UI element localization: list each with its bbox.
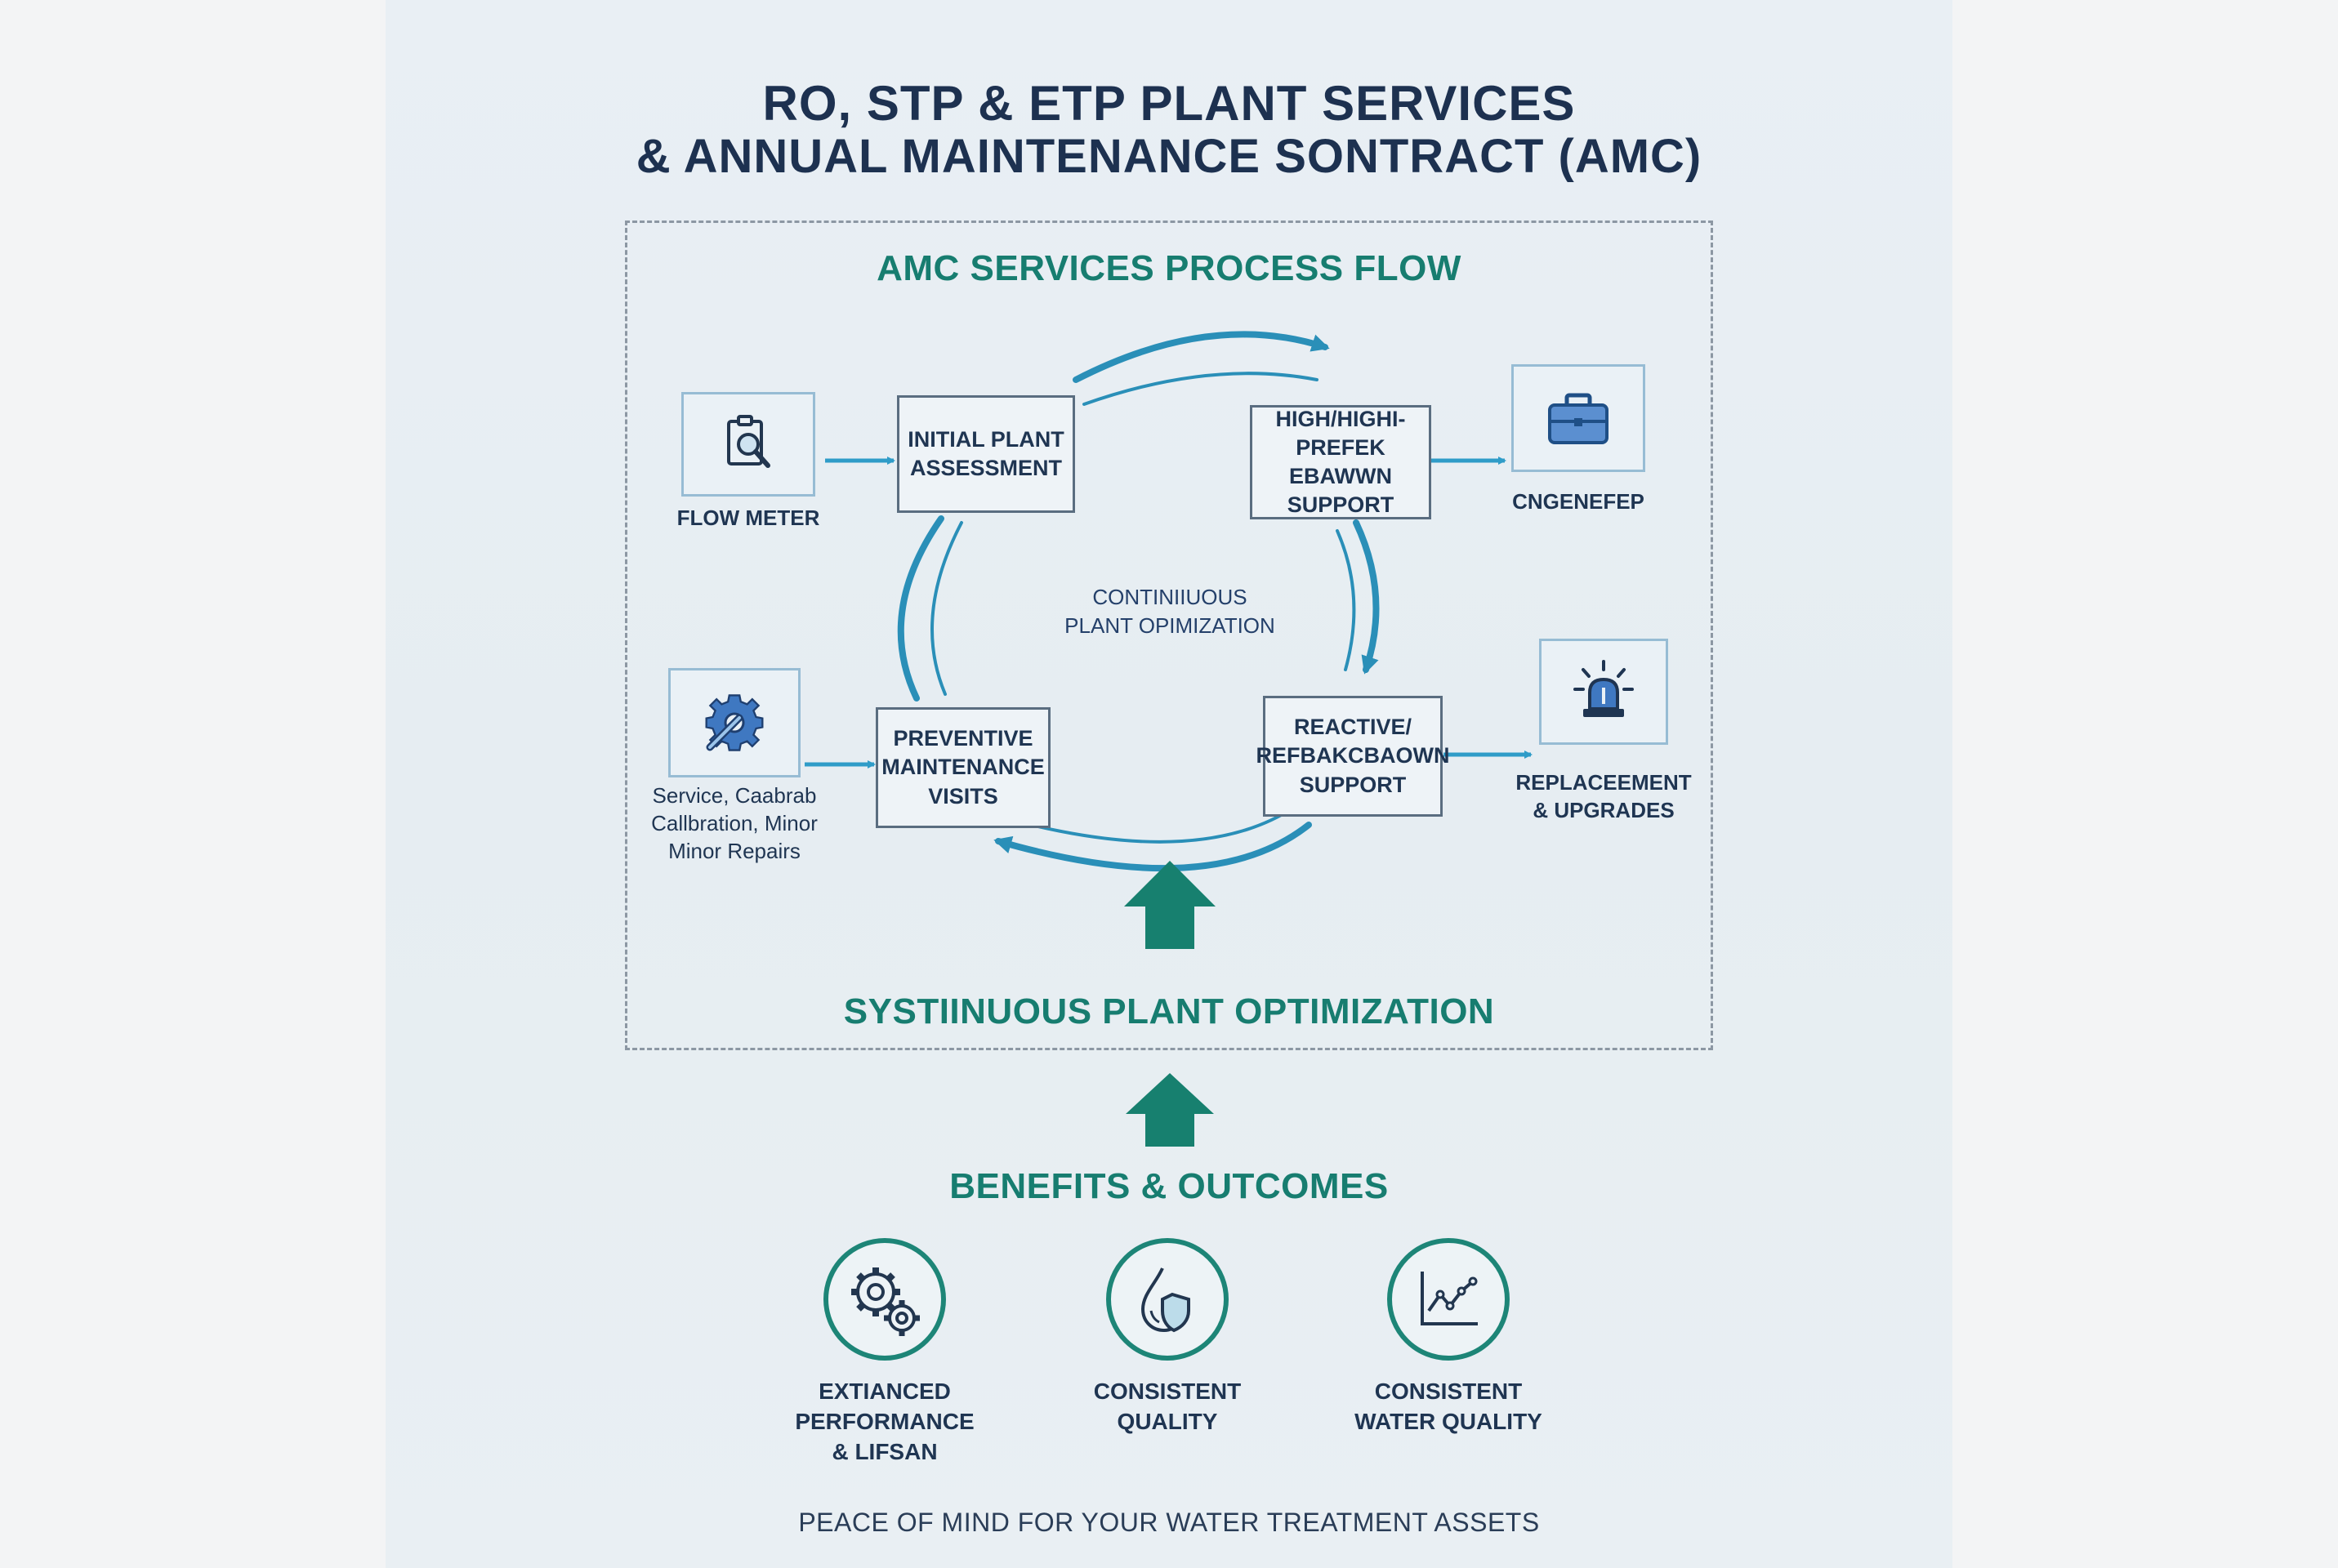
clipboard-search-icon — [681, 392, 815, 497]
cycle-center-label: CONTINIIUOUS PLANT OPIMIZATION — [1064, 585, 1275, 639]
cngenefep-label: CNGENEFEP — [1512, 489, 1644, 514]
benefit-performance-label: EXTIANCED PERFORMANCE & LIFSAN — [795, 1379, 975, 1464]
ring-arc-left-inner — [930, 521, 963, 696]
water-shield-icon — [1106, 1238, 1229, 1361]
footer-tagline: PEACE OF MIND FOR YOUR WATER TREATMENT A… — [798, 1508, 1540, 1537]
line-chart-icon — [1387, 1238, 1510, 1361]
ring-arc-right-inner — [1336, 529, 1356, 671]
node-reactive-support: REACTIVE/ REFBAKCBAOWN SUPPORT — [1256, 696, 1450, 817]
page-title-line2: & ANNUAL MAINTENANCE SONTRACT (AMC) — [636, 130, 1702, 183]
ring-arc-right-outer — [1353, 519, 1380, 675]
ring-arc-left-outer — [897, 515, 944, 702]
replacement-upgrades-label: REPLACEEMENT & UPGRADES — [1515, 770, 1692, 822]
flow-meter-label: FLOW METER — [676, 506, 820, 530]
node-breakdown-support: HIGH/HIGHI- PREFEK EBAWWN SUPPORT — [1250, 405, 1431, 519]
node-preventive-maintenance: PREVENTIVE MAINTENANCE VISITS — [876, 707, 1051, 828]
gear-wrench-icon — [668, 668, 801, 777]
ring-arc-bottom-inner — [1029, 807, 1294, 844]
page-title-line1: RO, STP & ETP PLANT SERVICES — [762, 76, 1576, 131]
cycle-ring — [897, 331, 1380, 872]
optimization-title: SYSTIINUOUS PLANT OPTIMIZATION — [843, 991, 1495, 1031]
gears-icon — [823, 1238, 946, 1361]
ring-arc-top-inner — [1082, 372, 1318, 406]
ring-arc-top-outer — [1073, 331, 1330, 383]
benefit-quality-label: CONSISTENT QUALITY — [1093, 1379, 1242, 1434]
service-calibration-label: Service, Caabrab Callbration, Minor Mino… — [651, 783, 818, 863]
benefits-title: BENEFITS & OUTCOMES — [949, 1166, 1389, 1206]
node-initial-assessment: INITIAL PLANT ASSESSMENT — [897, 395, 1075, 513]
infographic-panel: RO, STP & ETP PLANT SERVICES & ANNUAL MA… — [386, 0, 1952, 1568]
briefcase-icon — [1511, 364, 1645, 472]
alarm-light-icon — [1539, 639, 1668, 745]
flow-connectors — [805, 331, 1533, 1147]
process-flow-frame — [625, 220, 1713, 1050]
ring-arc-bottom-outer — [993, 822, 1312, 872]
up-arrow-optimization — [1124, 861, 1216, 949]
flow-section-title: AMC SERVICES PROCESS FLOW — [877, 248, 1461, 288]
benefit-water-quality-label: CONSISTENT WATER QUALITY — [1354, 1379, 1542, 1434]
up-arrow-benefits — [1126, 1073, 1214, 1147]
